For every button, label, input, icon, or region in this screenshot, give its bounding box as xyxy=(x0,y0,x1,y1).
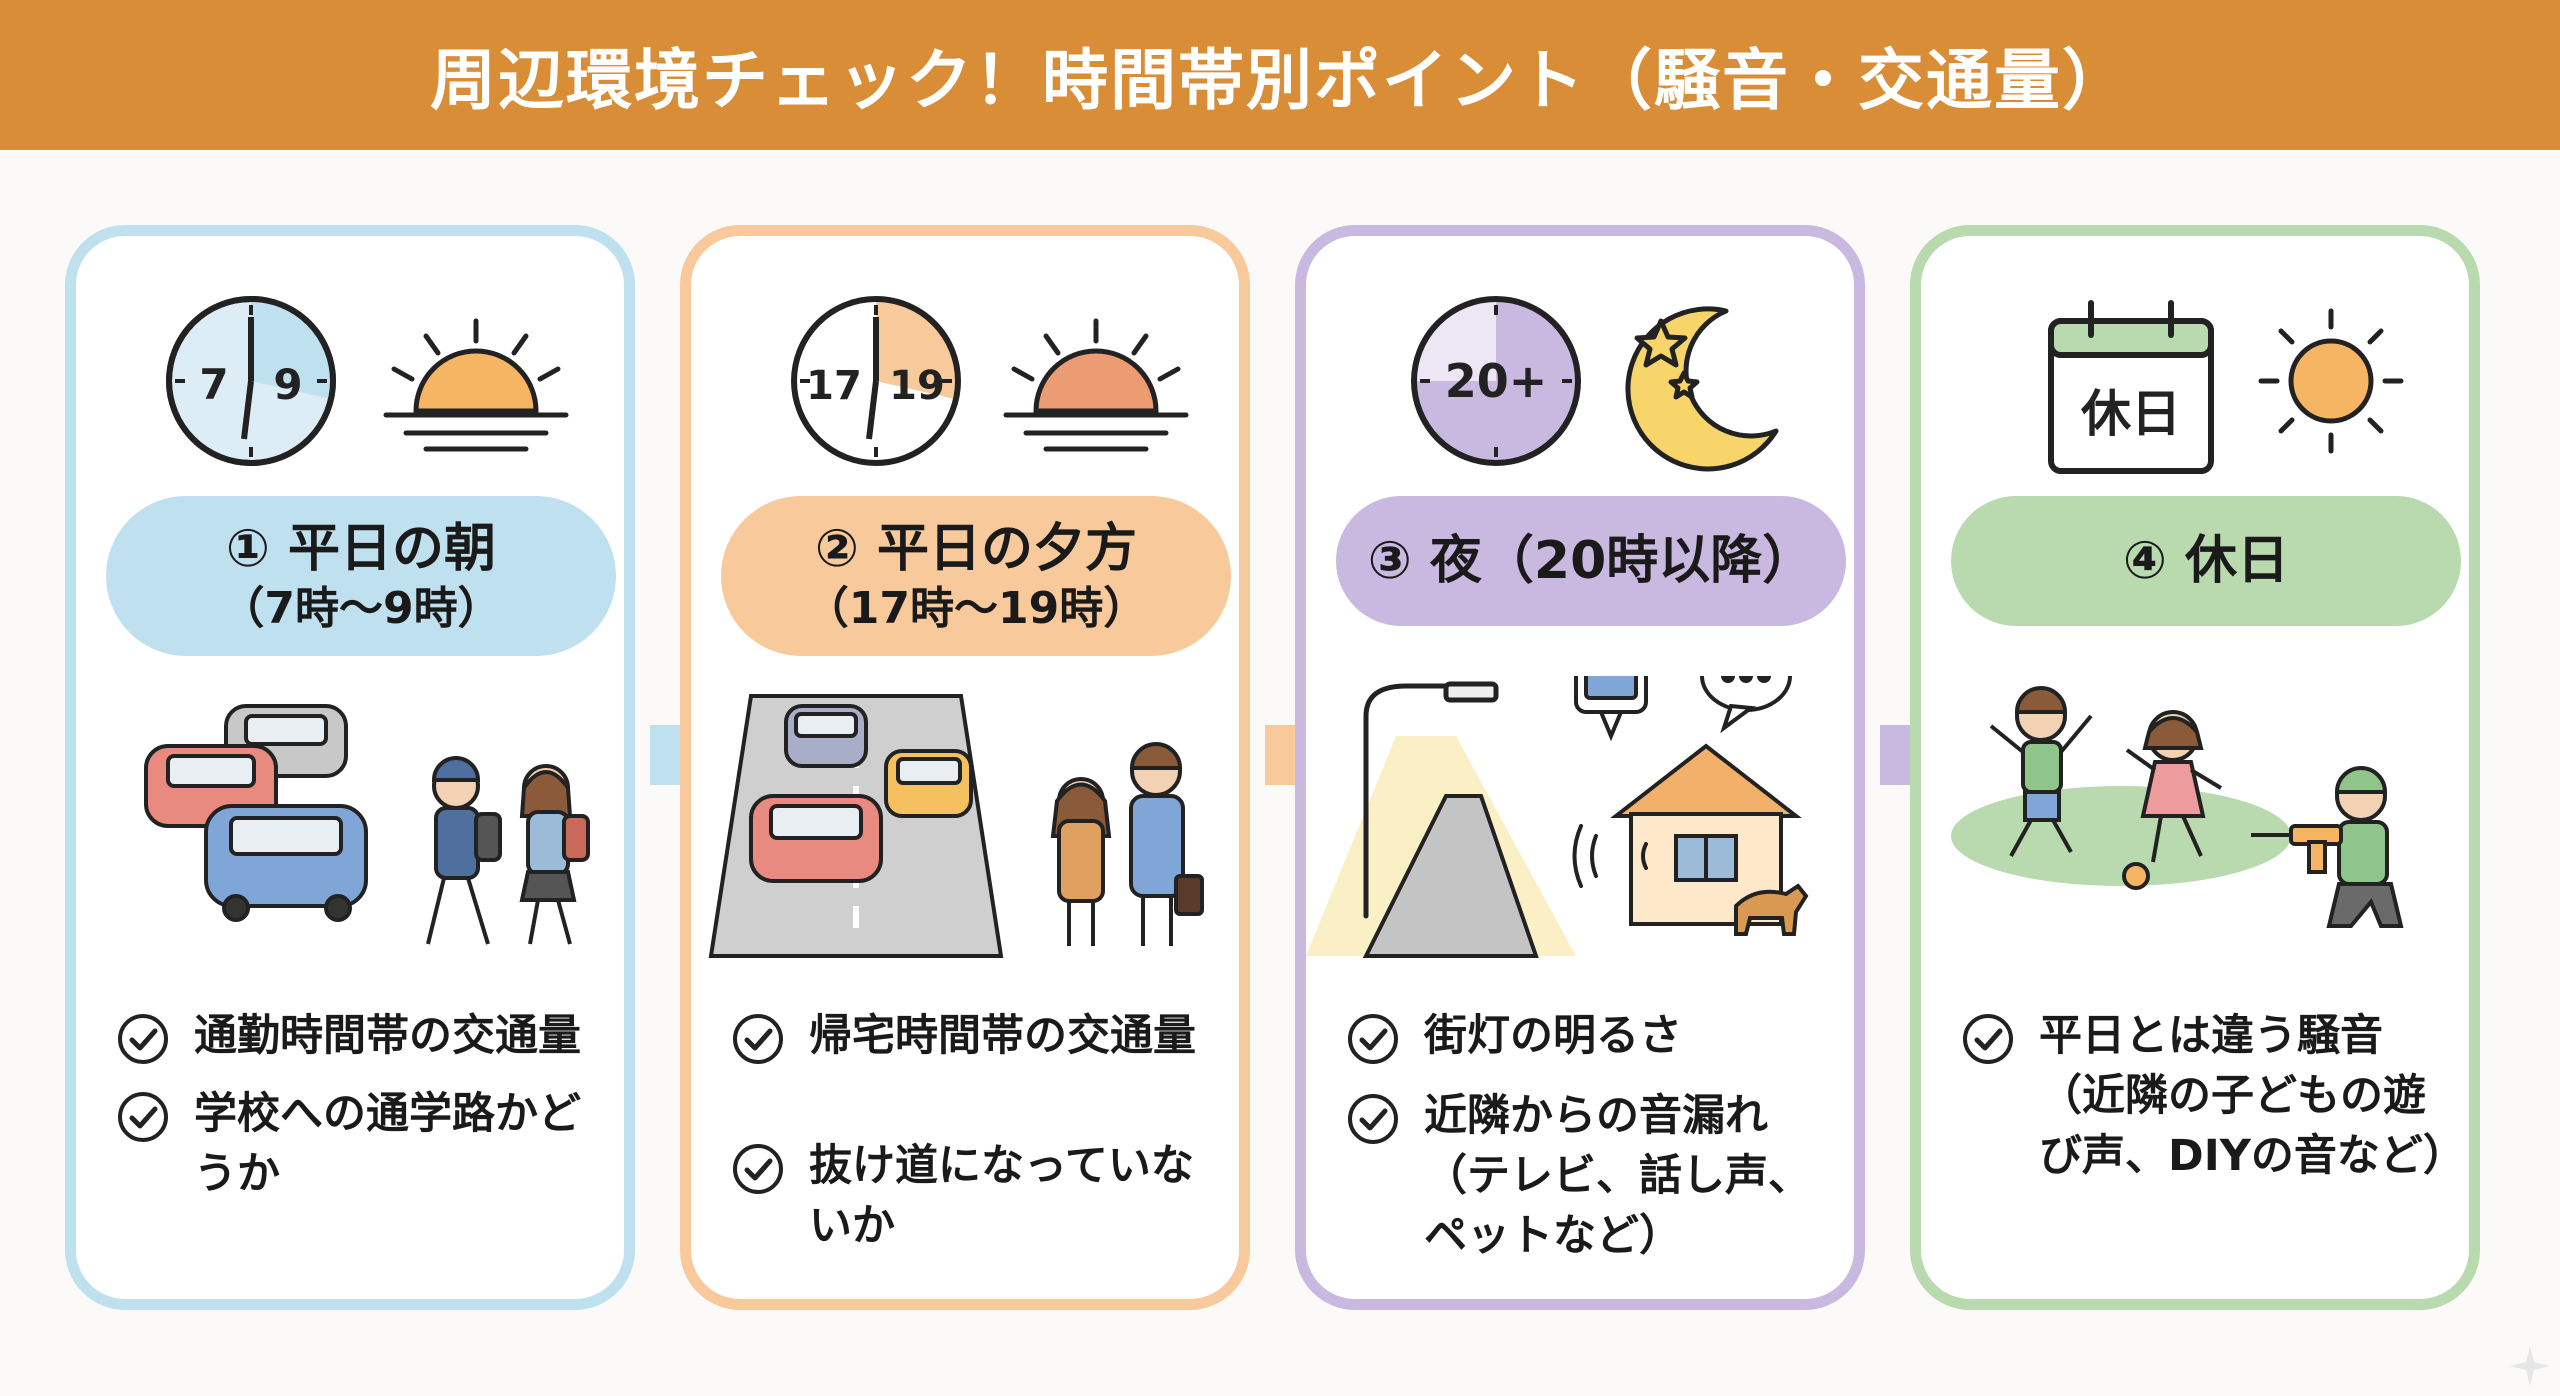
checklist: 帰宅時間帯の交通量 抜け道になっていないか xyxy=(731,1006,1221,1256)
clock-icon: 20+ xyxy=(1411,296,1581,466)
card-title: ④ 休日 xyxy=(2122,531,2290,591)
calendar-icon: 休日 xyxy=(2048,300,2214,474)
clock-icon: 17 19 xyxy=(791,296,961,466)
header-banner: 周辺環境チェック！時間帯別ポイント（騒音・交通量） xyxy=(0,0,2560,150)
check-item: 街灯の明るさ xyxy=(1346,1006,1836,1066)
card-title: ① 平日の朝 xyxy=(225,519,497,579)
card-weekday-evening: 17 19 ② 平日の夕方 （17時〜19時） xyxy=(680,225,1250,1310)
traffic-illustration xyxy=(76,676,624,976)
card-weekday-morning: 7 9 ① 平日の朝 （7時〜9時） xyxy=(65,225,635,1310)
check-item: 抜け道になっていないか xyxy=(731,1136,1221,1256)
card-icons: 17 19 xyxy=(691,281,1239,481)
check-item: 通勤時間帯の交通量 xyxy=(116,1006,606,1066)
check-item: 近隣からの音漏れ（テレビ、話し声、ペットなど） xyxy=(1346,1086,1836,1266)
card-night: 20+ ③ 夜（20時以降） xyxy=(1295,225,1865,1310)
sun-icon xyxy=(2258,308,2404,454)
page-title: 周辺環境チェック！時間帯別ポイント（騒音・交通量） xyxy=(430,42,2130,119)
kids-diy-illustration xyxy=(1921,676,2469,976)
card-title-pill: ② 平日の夕方 （17時〜19時） xyxy=(721,496,1231,656)
check-circle-icon xyxy=(1348,1094,1398,1144)
svg-text:20+: 20+ xyxy=(1445,354,1548,408)
card-icons: 7 9 xyxy=(76,281,624,481)
checklist: 通勤時間帯の交通量 学校への通学路かどうか xyxy=(116,1006,606,1204)
card-title-pill: ④ 休日 xyxy=(1951,496,2461,626)
card-title-pill: ③ 夜（20時以降） xyxy=(1336,496,1846,626)
checklist: 街灯の明るさ 近隣からの音漏れ（テレビ、話し声、ペットなど） xyxy=(1346,1006,1836,1266)
check-circle-icon xyxy=(733,1144,783,1194)
card-icons: 20+ xyxy=(1306,281,1854,481)
check-item: 学校への通学路かどうか xyxy=(116,1084,606,1204)
night-street-illustration xyxy=(1306,676,1854,976)
card-holiday: 休日 ④ 休日 xyxy=(1910,225,2480,1310)
card-icons: 休日 xyxy=(1921,281,2469,481)
svg-text:19: 19 xyxy=(889,363,945,409)
card-subtitle: （17時〜19時） xyxy=(804,583,1148,634)
card-subtitle: （7時〜9時） xyxy=(220,583,502,634)
svg-text:7: 7 xyxy=(199,360,228,409)
moon-icon xyxy=(1625,306,1779,472)
road-illustration xyxy=(691,676,1239,976)
sparkle-icon xyxy=(2510,1346,2550,1386)
check-item: 帰宅時間帯の交通量 xyxy=(731,1006,1221,1066)
card-title: ③ 夜（20時以降） xyxy=(1367,531,1815,591)
clock-icon: 7 9 xyxy=(166,296,336,466)
sunrise-icon xyxy=(383,318,569,452)
card-title-pill: ① 平日の朝 （7時〜9時） xyxy=(106,496,616,656)
check-circle-icon xyxy=(118,1014,168,1064)
check-circle-icon xyxy=(733,1014,783,1064)
svg-text:9: 9 xyxy=(273,360,302,409)
checklist: 平日とは違う騒音（近隣の子どもの遊び声、DIYの音など） xyxy=(1961,1006,2466,1186)
svg-text:17: 17 xyxy=(806,363,862,409)
svg-text:休日: 休日 xyxy=(2080,385,2181,443)
sunset-icon xyxy=(1003,318,1189,452)
check-circle-icon xyxy=(118,1092,168,1142)
card-title: ② 平日の夕方 xyxy=(814,519,1138,579)
check-item: 平日とは違う騒音（近隣の子どもの遊び声、DIYの音など） xyxy=(1961,1006,2466,1186)
check-circle-icon xyxy=(1963,1014,2013,1064)
check-circle-icon xyxy=(1348,1014,1398,1064)
